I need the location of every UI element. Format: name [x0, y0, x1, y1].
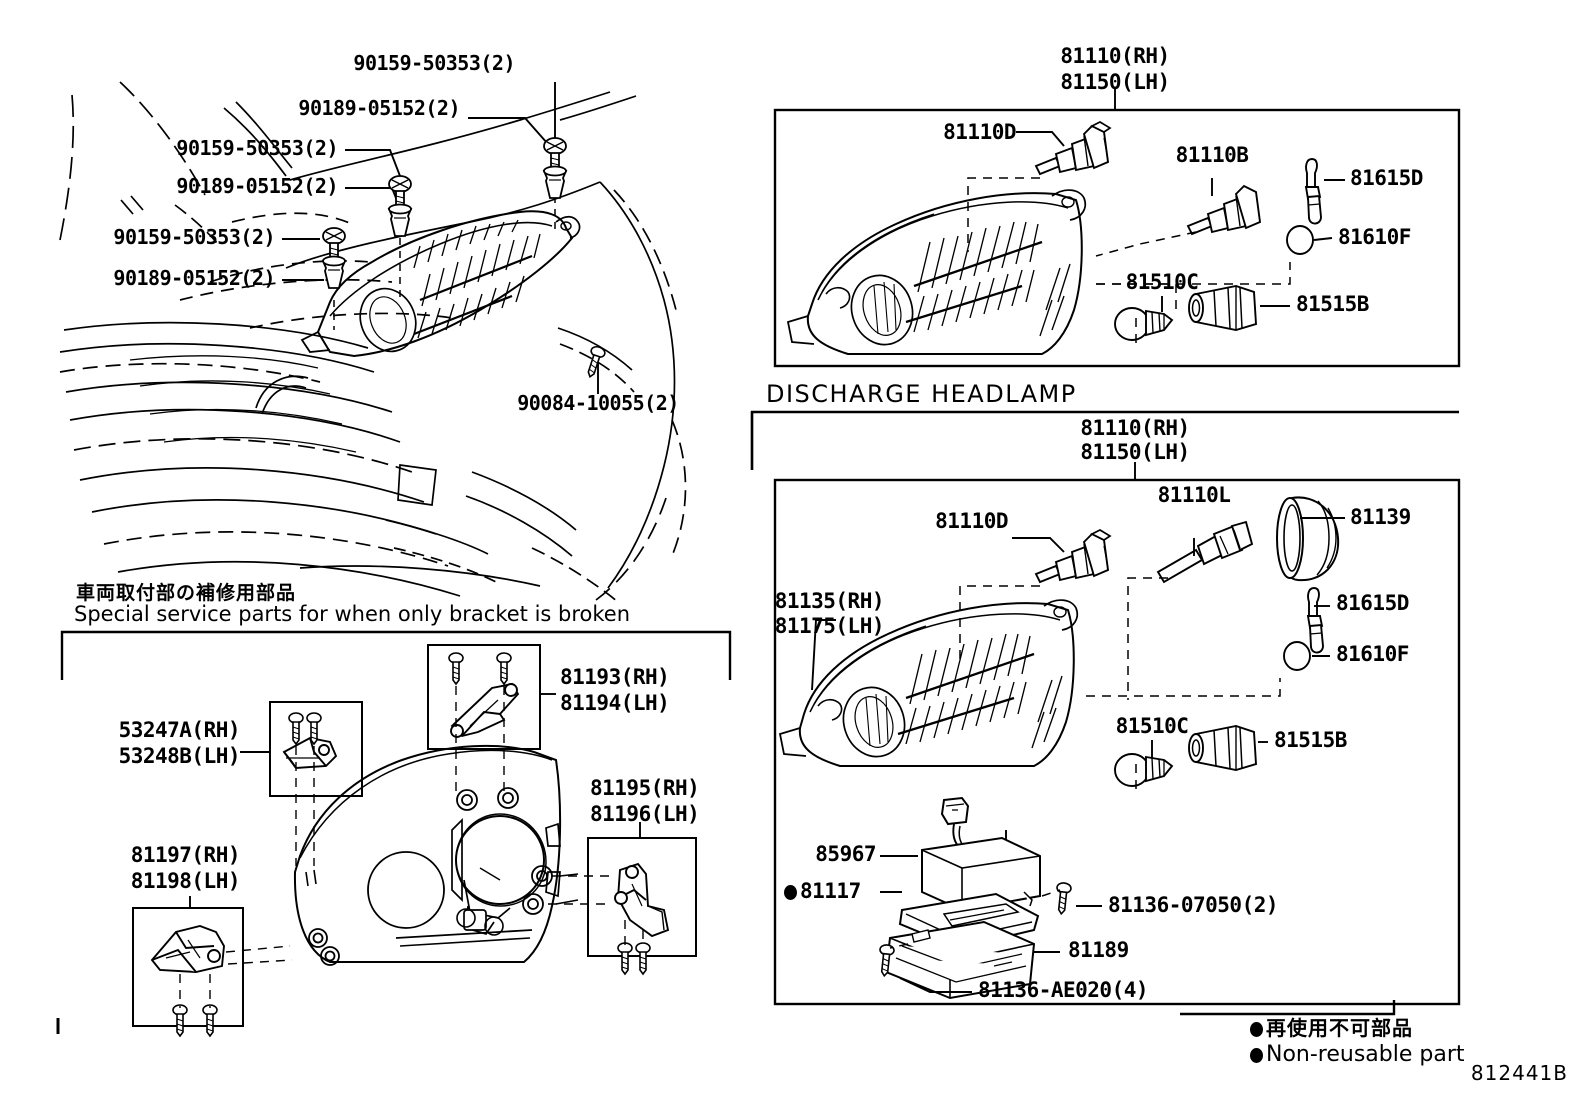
bracket-panel-frame [60, 630, 732, 680]
halogen-header-lh: 81150(LH) [1060, 70, 1170, 94]
screws-81195 [617, 942, 651, 975]
callout-81610F-halogen: 81610F [1338, 225, 1411, 249]
callout-90189-top: 90189-05152(2) [298, 96, 460, 120]
discharge-lamp-lens [778, 599, 1079, 767]
callout-81510C-halogen: 81510C [1125, 270, 1199, 294]
callout-81195-rh: 81195(RH) [590, 776, 700, 800]
callout-81110B: 81110B [1175, 143, 1249, 167]
discharge-leader-lines [811, 517, 1345, 993]
callout-81198-lh: 81198(LH) [130, 869, 241, 893]
part-81197-bracket [150, 925, 225, 973]
callout-81135-rh: 81135(RH) [774, 589, 885, 613]
callout-53247-rh: 53247A(RH) [118, 718, 241, 742]
screws-81197 [172, 1004, 218, 1037]
box-53247 [269, 701, 363, 797]
callout-81515B-discharge: 81515B [1274, 728, 1347, 752]
bracket-leader-lines [189, 693, 641, 908]
callout-81136-07050: 81136-07050(2) [1108, 893, 1279, 917]
discharge-header-rh: 81110(RH) [1080, 416, 1190, 440]
box-81197 [132, 907, 244, 1027]
guides-81193 [455, 686, 505, 798]
callout-81610F-discharge: 81610F [1336, 642, 1409, 666]
discharge-outer-frame [750, 410, 1459, 470]
part-81193-bracket [450, 682, 520, 738]
callout-81139: 81139 [1350, 505, 1411, 529]
part-81610F-grommet [1286, 225, 1314, 255]
vehicle-body-outline [59, 81, 687, 603]
legend-marker-icon-jp [1250, 1022, 1263, 1037]
callout-81615D-halogen: 81615D [1350, 166, 1423, 190]
box-81193 [427, 644, 541, 750]
legend-jp-text: 再使用不可部品 [1266, 1016, 1413, 1040]
callout-81117-group: 81117 [784, 879, 861, 904]
callout-81515B-halogen: 81515B [1296, 292, 1369, 316]
callout-81196-lh: 81196(LH) [590, 802, 700, 826]
halogen-hidden-guides [967, 177, 1291, 344]
callout-81110D-discharge: 81110D [935, 509, 1008, 533]
legend-bracket [1180, 1000, 1396, 1016]
nonreusable-marker-icon [784, 885, 797, 900]
callout-81194-lh: 81194(LH) [560, 691, 670, 715]
callout-81197-rh: 81197(RH) [130, 843, 241, 867]
callout-85967: 85967 [815, 842, 876, 866]
discharge-header-lh: 81150(LH) [1080, 440, 1190, 464]
part-81610F-grommet-d [1283, 641, 1311, 671]
halogen-panel-border [773, 108, 1461, 368]
halogen-header-rh: 81110(RH) [1060, 44, 1170, 68]
discharge-hidden-guides [889, 577, 1281, 949]
callout-53248-lh: 53248B(LH) [118, 744, 241, 768]
discharge-panel-border [773, 478, 1461, 1006]
callout-81110L: 81110L [1157, 483, 1231, 507]
callout-81189: 81189 [1068, 938, 1129, 962]
vehicle-fasteners [322, 137, 608, 380]
callout-90189-mid: 90189-05152(2) [176, 174, 338, 198]
guides-81197 [179, 945, 293, 1008]
legend-jp-row: 再使用不可部品 [1250, 1012, 1413, 1041]
callout-81193-rh: 81193(RH) [560, 665, 670, 689]
halogen-leader-lines [1016, 131, 1345, 312]
halogen-bulbs [1035, 121, 1322, 341]
screws-53247 [288, 712, 322, 745]
callout-90084: 90084-10055(2) [517, 391, 679, 415]
discharge-section-title: DISCHARGE HEADLAMP [766, 380, 1077, 408]
clip-90189-top [543, 165, 567, 199]
callout-81110D-halogen: 81110D [943, 120, 1016, 144]
callout-81510C-discharge: 81510C [1115, 714, 1189, 738]
callout-90189-low: 90189-05152(2) [113, 266, 275, 290]
bracket-panel-title-en: Special service parts for when only brac… [74, 602, 631, 626]
screw-90084 [582, 344, 608, 380]
screws-81193 [448, 652, 512, 685]
part-53247-bracket [282, 737, 338, 769]
guides-53247 [295, 746, 315, 866]
legend-marker-icon-en [1250, 1048, 1263, 1063]
callout-81117: 81117 [800, 879, 861, 903]
part-81195-bracket [614, 862, 670, 938]
halogen-lamp-lens [786, 189, 1087, 355]
callout-90159-mid: 90159-50353(2) [176, 136, 338, 160]
guides-81195 [548, 875, 644, 946]
clip-90189-mid [388, 203, 412, 237]
callout-90159-low: 90159-50353(2) [113, 225, 275, 249]
callout-81175-lh: 81175(LH) [774, 614, 885, 638]
legend-en-text: Non-reusable part [1266, 1042, 1465, 1067]
vehicle-hidden-guides [333, 196, 556, 330]
bracket-panel-title-jp: 車両取付部の補修用部品 [76, 582, 297, 604]
callout-81136-AE020: 81136-AE020(4) [978, 978, 1149, 1002]
discharge-bulbs [1035, 496, 1340, 787]
headlamp-housing-body [293, 744, 579, 966]
ballast-assembly [884, 796, 1041, 1000]
callout-90159-top: 90159-50353(2) [353, 51, 515, 75]
callout-81615D-discharge: 81615D [1336, 591, 1409, 615]
legend-en-row: Non-reusable part [1250, 1042, 1465, 1068]
diagram-number: 812441B [1470, 1061, 1568, 1085]
